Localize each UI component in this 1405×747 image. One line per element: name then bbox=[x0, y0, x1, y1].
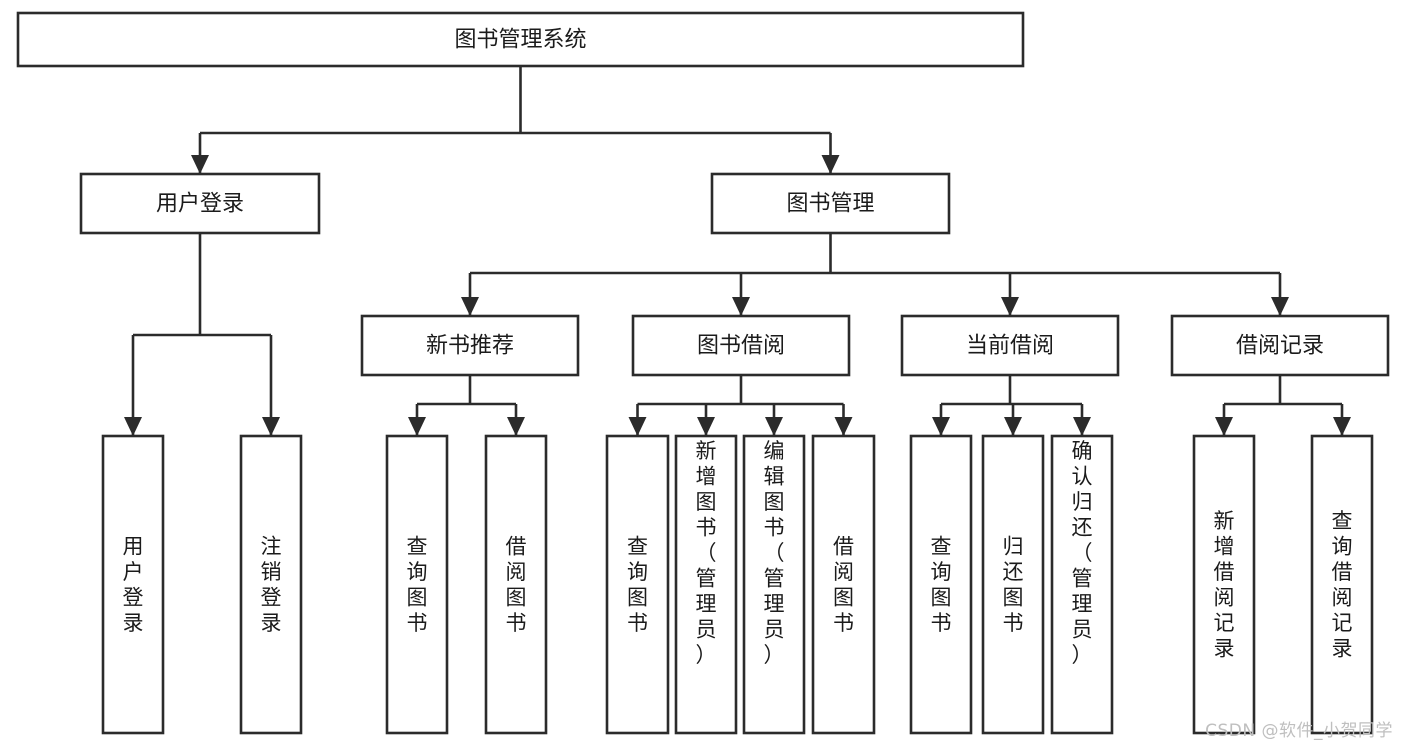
node-leaf-query-borrow-record[interactable]: 查询借阅记录 bbox=[1310, 434, 1374, 735]
arrowhead-current-0 bbox=[932, 417, 950, 436]
arrowhead-root-0 bbox=[191, 155, 209, 174]
node-label-root: 图书管理系统 bbox=[454, 28, 586, 53]
node-box-leaf-query-book-current bbox=[909, 434, 973, 735]
node-box-leaf-logout-login bbox=[239, 434, 303, 735]
node-leaf-return-book[interactable]: 归还图书 bbox=[981, 434, 1045, 735]
node-book-borrow[interactable]: 图书借阅 bbox=[631, 314, 851, 377]
arrowhead-book-manage-2 bbox=[1001, 297, 1019, 316]
arrowhead-book-manage-0 bbox=[461, 297, 479, 316]
node-label-leaf-borrow-book: 借阅图书 bbox=[833, 534, 854, 635]
node-box-leaf-edit-book-admin bbox=[742, 434, 806, 735]
node-leaf-edit-book-admin[interactable]: 编辑图书（管理员） bbox=[742, 434, 806, 735]
node-leaf-logout-login[interactable]: 注销登录 bbox=[239, 434, 303, 735]
node-label-leaf-user-login: 用户登录 bbox=[123, 534, 144, 635]
arrowhead-recommend-1 bbox=[507, 417, 525, 436]
arrowhead-book-manage-3 bbox=[1271, 297, 1289, 316]
node-leaf-query-book-borrow[interactable]: 查询图书 bbox=[605, 434, 670, 735]
node-box-user-login bbox=[79, 172, 321, 235]
arrowhead-current-2 bbox=[1073, 417, 1091, 436]
node-current-borrow[interactable]: 当前借阅 bbox=[900, 314, 1120, 377]
node-box-book-borrow bbox=[631, 314, 851, 377]
node-box-new-book-recommend bbox=[360, 314, 580, 377]
node-label-leaf-edit-book-admin: 编辑图书（管理员） bbox=[764, 439, 785, 667]
arrowhead-recommend-0 bbox=[408, 417, 426, 436]
node-root[interactable]: 图书管理系统 bbox=[16, 11, 1025, 68]
node-label-leaf-query-book-current: 查询图书 bbox=[931, 534, 952, 635]
node-label-leaf-borrow-book-recommend: 借阅图书 bbox=[506, 534, 527, 635]
arrowhead-user-login-0 bbox=[124, 417, 142, 436]
arrowhead-borrow-2 bbox=[765, 417, 783, 436]
node-box-leaf-add-borrow-record bbox=[1192, 434, 1256, 735]
node-box-leaf-borrow-book-recommend bbox=[484, 434, 548, 735]
arrowhead-borrow-0 bbox=[628, 417, 647, 436]
node-leaf-borrow-book[interactable]: 借阅图书 bbox=[811, 434, 876, 735]
node-box-leaf-add-book-admin bbox=[674, 434, 738, 735]
arrowhead-root-1 bbox=[821, 155, 840, 174]
node-leaf-add-book-admin[interactable]: 新增图书（管理员） bbox=[674, 434, 738, 735]
node-label-leaf-add-borrow-record: 新增借阅记录 bbox=[1214, 509, 1235, 661]
node-label-leaf-query-book-borrow: 查询图书 bbox=[627, 534, 648, 635]
node-box-leaf-query-book-borrow bbox=[605, 434, 670, 735]
node-label-new-book-recommend: 新书推荐 bbox=[426, 334, 514, 359]
node-label-book-manage: 图书管理 bbox=[786, 192, 874, 217]
node-new-book-recommend[interactable]: 新书推荐 bbox=[360, 314, 580, 377]
node-label-current-borrow: 当前借阅 bbox=[966, 334, 1054, 359]
node-box-leaf-confirm-return-admin bbox=[1050, 434, 1114, 735]
arrowhead-current-1 bbox=[1004, 417, 1022, 436]
node-label-leaf-query-borrow-record: 查询借阅记录 bbox=[1332, 509, 1353, 661]
arrowhead-book-manage-1 bbox=[732, 297, 750, 316]
node-box-leaf-user-login bbox=[101, 434, 165, 735]
node-label-leaf-add-book-admin: 新增图书（管理员） bbox=[696, 439, 717, 667]
node-label-book-borrow: 图书借阅 bbox=[697, 334, 785, 359]
node-leaf-query-book-current[interactable]: 查询图书 bbox=[909, 434, 973, 735]
node-label-leaf-return-book: 归还图书 bbox=[1003, 534, 1024, 635]
arrowhead-record-1 bbox=[1333, 417, 1351, 436]
node-label-leaf-logout-login: 注销登录 bbox=[261, 534, 282, 635]
node-box-root bbox=[16, 11, 1025, 68]
arrowhead-borrow-3 bbox=[834, 417, 853, 436]
node-label-user-login: 用户登录 bbox=[156, 192, 244, 217]
arrowhead-user-login-1 bbox=[262, 417, 280, 436]
node-box-leaf-query-book-recommend bbox=[385, 434, 449, 735]
node-label-leaf-query-book-recommend: 查询图书 bbox=[407, 534, 428, 635]
node-box-leaf-return-book bbox=[981, 434, 1045, 735]
node-user-login[interactable]: 用户登录 bbox=[79, 172, 321, 235]
node-leaf-add-borrow-record[interactable]: 新增借阅记录 bbox=[1192, 434, 1256, 735]
node-label-leaf-confirm-return-admin: 确认归还（管理员） bbox=[1072, 439, 1093, 667]
node-box-leaf-query-borrow-record bbox=[1310, 434, 1374, 735]
arrowhead-borrow-1 bbox=[697, 417, 715, 436]
node-borrow-record[interactable]: 借阅记录 bbox=[1170, 314, 1390, 377]
node-label-borrow-record: 借阅记录 bbox=[1236, 334, 1324, 359]
node-box-leaf-borrow-book bbox=[811, 434, 876, 735]
node-leaf-user-login[interactable]: 用户登录 bbox=[101, 434, 165, 735]
arrowhead-record-0 bbox=[1215, 417, 1233, 436]
node-leaf-borrow-book-recommend[interactable]: 借阅图书 bbox=[484, 434, 548, 735]
node-layer: 图书管理系统用户登录图书管理新书推荐图书借阅当前借阅借阅记录用户登录注销登录查询… bbox=[16, 11, 1390, 735]
connector-layer bbox=[124, 66, 1351, 436]
node-book-manage[interactable]: 图书管理 bbox=[710, 172, 951, 235]
node-leaf-query-book-recommend[interactable]: 查询图书 bbox=[385, 434, 449, 735]
node-box-borrow-record bbox=[1170, 314, 1390, 377]
node-box-current-borrow bbox=[900, 314, 1120, 377]
node-leaf-confirm-return-admin[interactable]: 确认归还（管理员） bbox=[1050, 434, 1114, 735]
node-box-book-manage bbox=[710, 172, 951, 235]
